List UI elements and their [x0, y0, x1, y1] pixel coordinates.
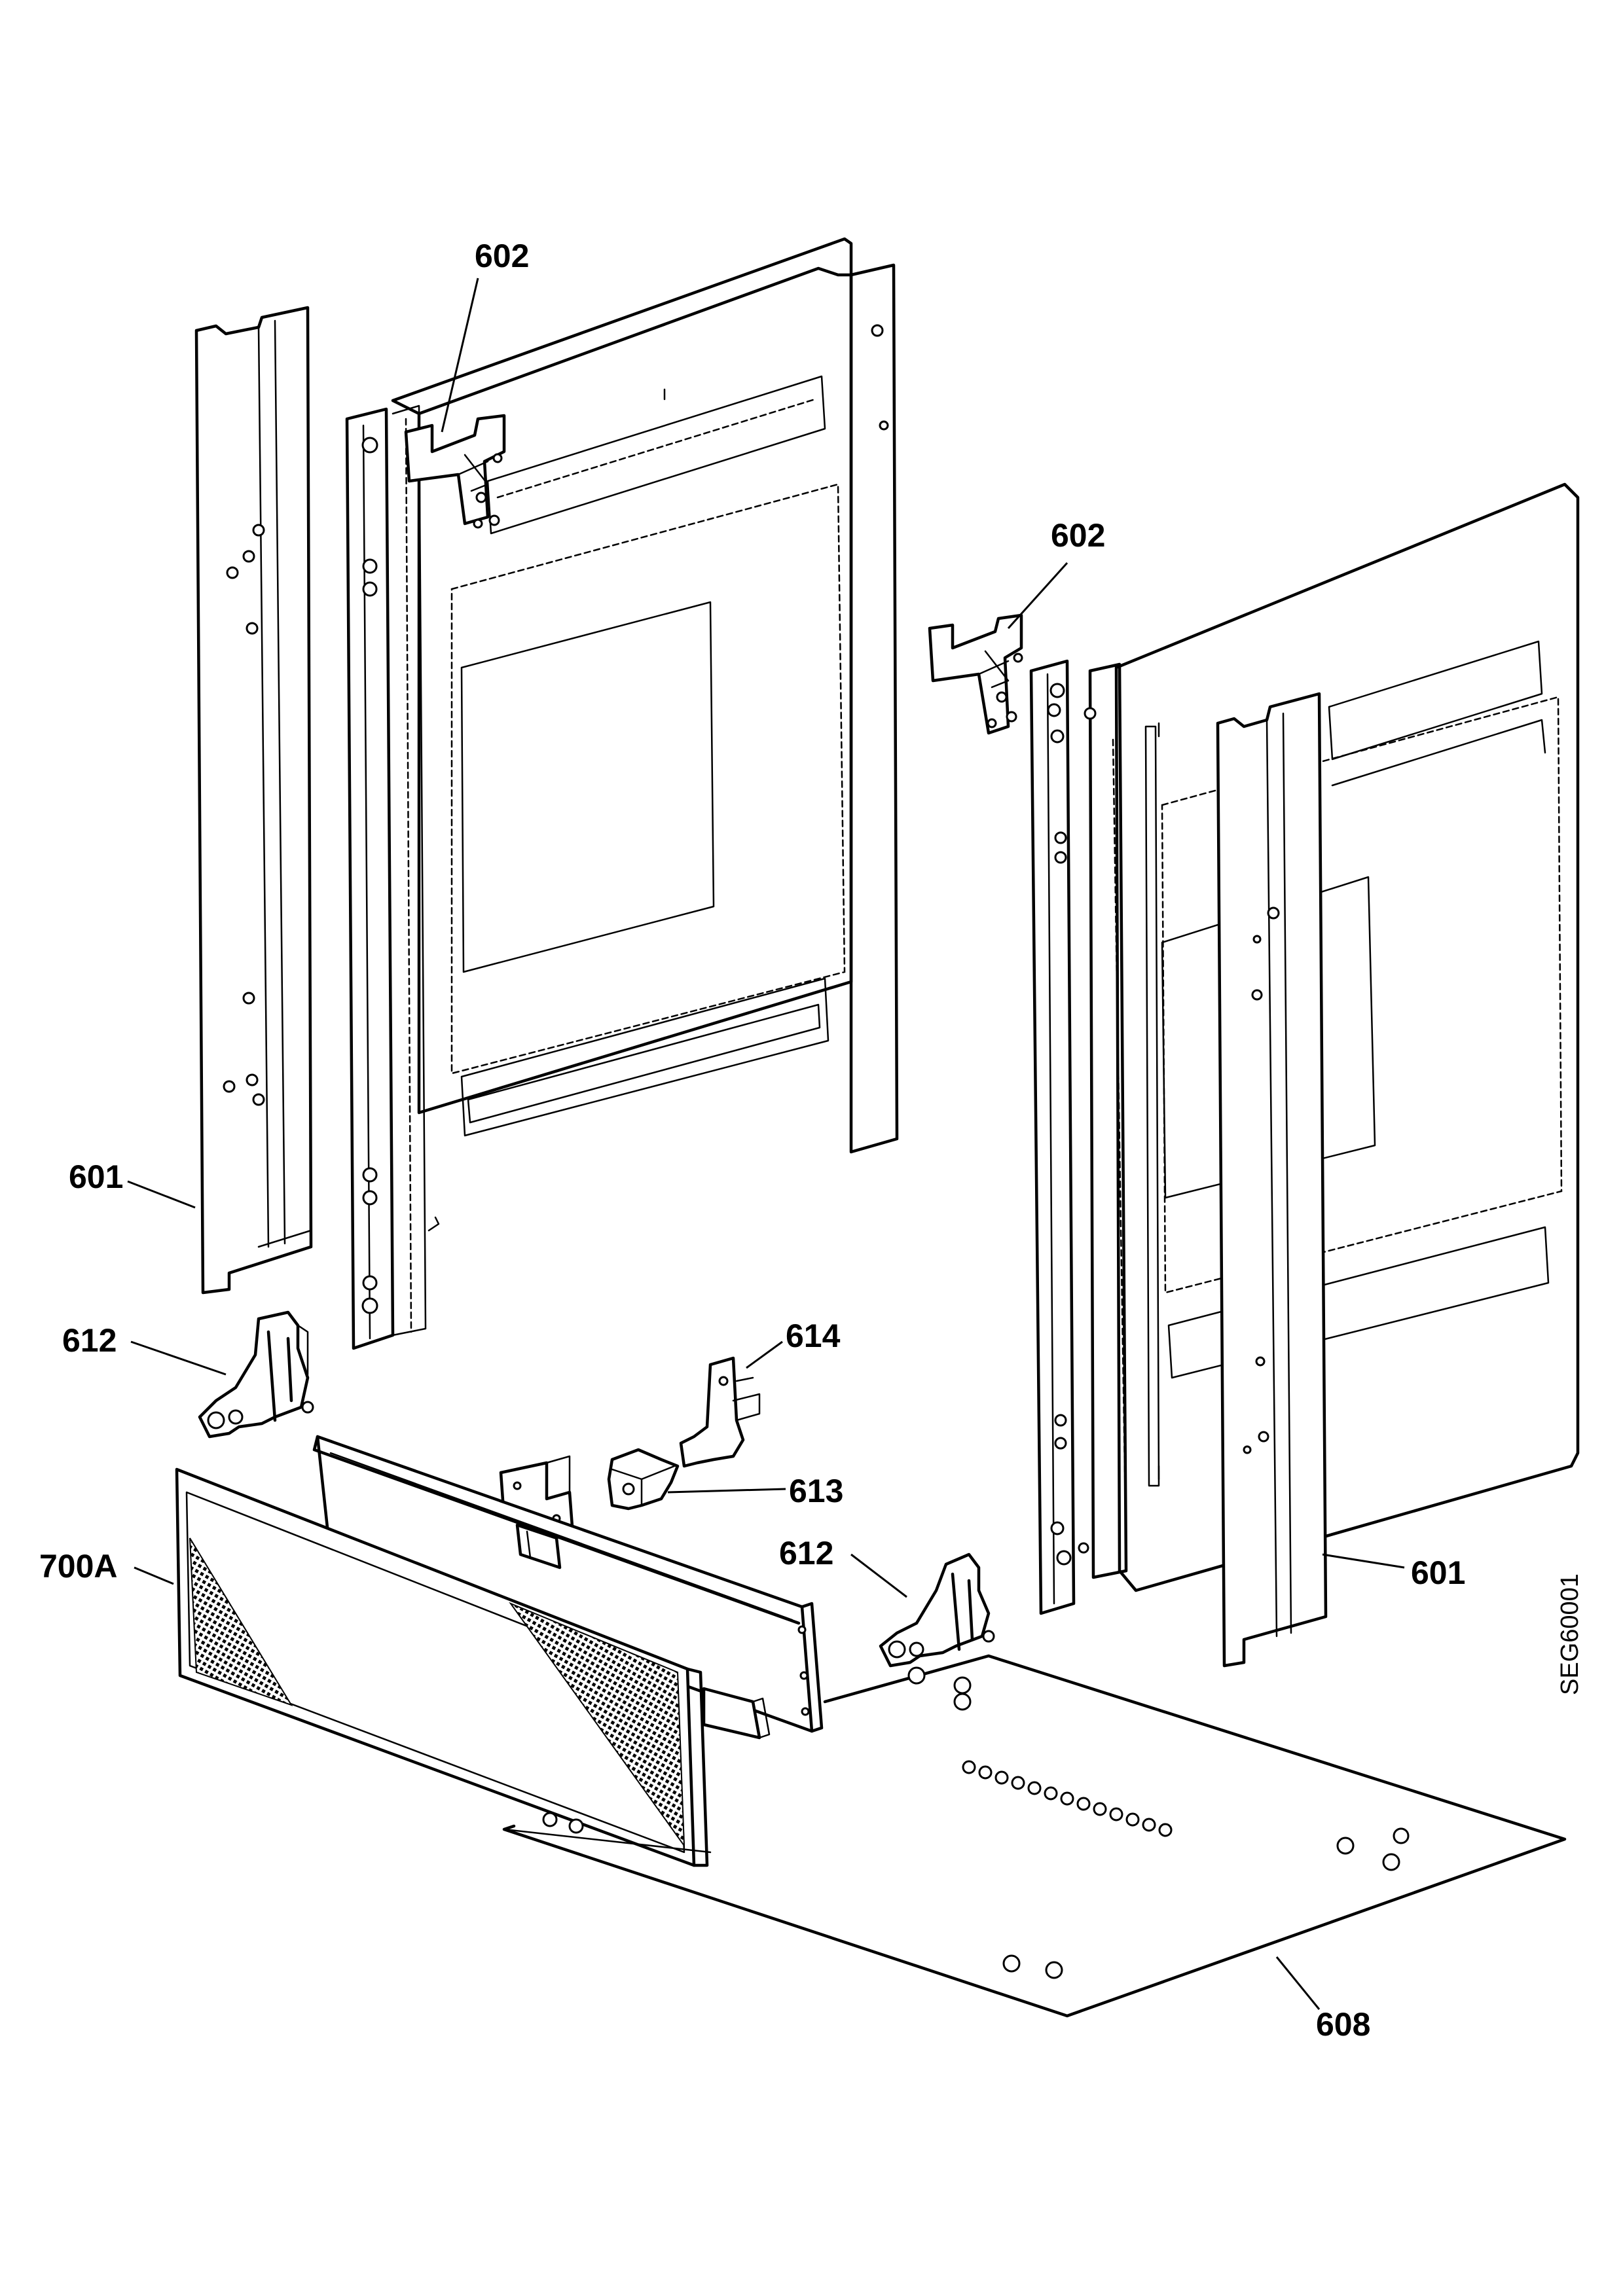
label-602-top: 602	[475, 238, 529, 274]
kick-panel-700A	[175, 1467, 709, 1867]
label-700A: 700A	[39, 1548, 118, 1585]
right-strip-601	[1216, 692, 1328, 1668]
label-601-right: 601	[1411, 1554, 1465, 1591]
bracket-612-right	[879, 1552, 995, 1668]
left-strip-601	[194, 306, 313, 1295]
label-614: 614	[786, 1318, 841, 1354]
bracket-612-left	[198, 1310, 314, 1439]
label-608: 608	[1316, 2006, 1370, 2043]
rear-kick-plate	[312, 1435, 824, 1740]
label-601-left: 601	[69, 1158, 123, 1195]
clip-614	[679, 1356, 761, 1468]
label-602-right: 602	[1051, 517, 1105, 554]
hinge-602-right	[928, 613, 1023, 735]
left-panel-holes	[361, 324, 889, 1314]
label-612-right: 612	[779, 1535, 833, 1571]
leader-lines	[127, 278, 1405, 2010]
label-613: 613	[789, 1473, 843, 1509]
drawing-code: SEG60001	[1556, 1573, 1584, 1695]
label-612-left: 612	[62, 1322, 117, 1359]
catch-613	[607, 1448, 680, 1511]
hinge-602-top	[404, 414, 506, 529]
left-side-panel	[345, 237, 899, 1350]
base-plate-608	[502, 1654, 1567, 2018]
mesh-area-left	[189, 1537, 293, 1706]
mesh-area-right	[509, 1602, 685, 1848]
base-plate-hole-row	[962, 1760, 1173, 1837]
part-labels: 602 602 601 601 612 612 614 613 700A 608…	[39, 238, 1584, 2043]
